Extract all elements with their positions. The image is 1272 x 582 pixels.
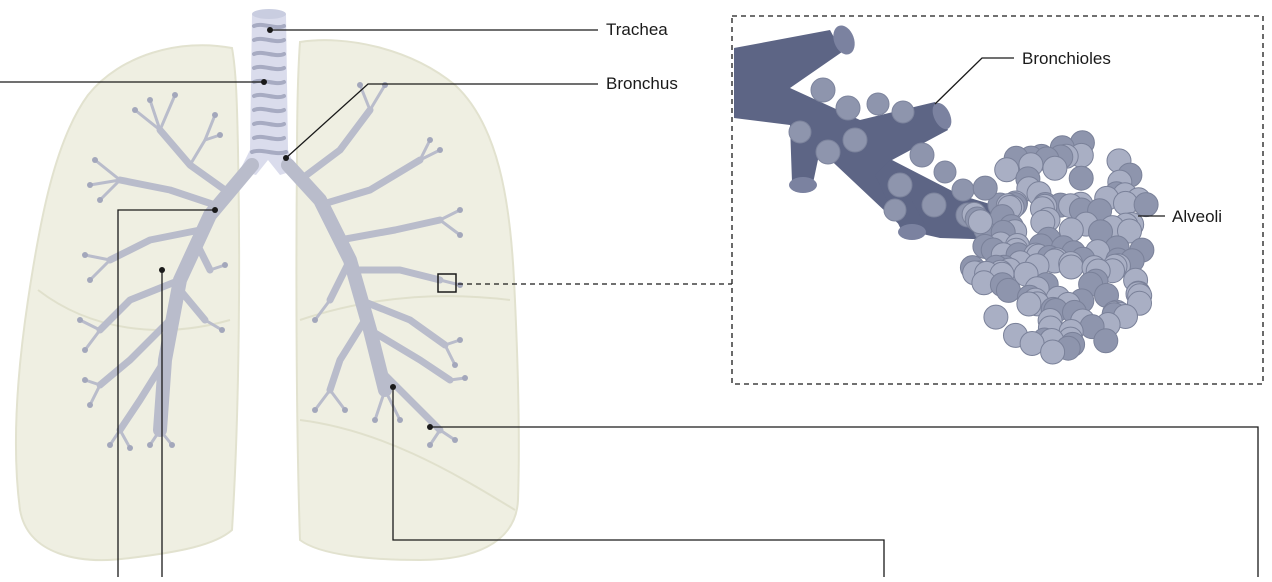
alveolus — [1069, 166, 1093, 190]
label-bronchioles: Bronchioles — [1022, 49, 1111, 68]
alveolus — [1134, 193, 1158, 217]
alveolus — [968, 210, 992, 234]
alveoli-cluster — [960, 131, 1158, 364]
alveolus — [996, 278, 1020, 302]
trachea — [240, 9, 296, 175]
alveolus — [973, 176, 997, 200]
label-bronchus: Bronchus — [606, 74, 678, 93]
alveolus — [995, 158, 1019, 182]
label-trachea: Trachea — [606, 20, 668, 39]
alveolus — [1043, 156, 1067, 180]
alveolus — [1059, 255, 1083, 279]
alveolus — [1094, 329, 1118, 353]
alveolus — [1041, 340, 1065, 364]
alveolus — [984, 305, 1008, 329]
alveolus — [1017, 292, 1041, 316]
label-alveoli: Alveoli — [1172, 207, 1222, 226]
